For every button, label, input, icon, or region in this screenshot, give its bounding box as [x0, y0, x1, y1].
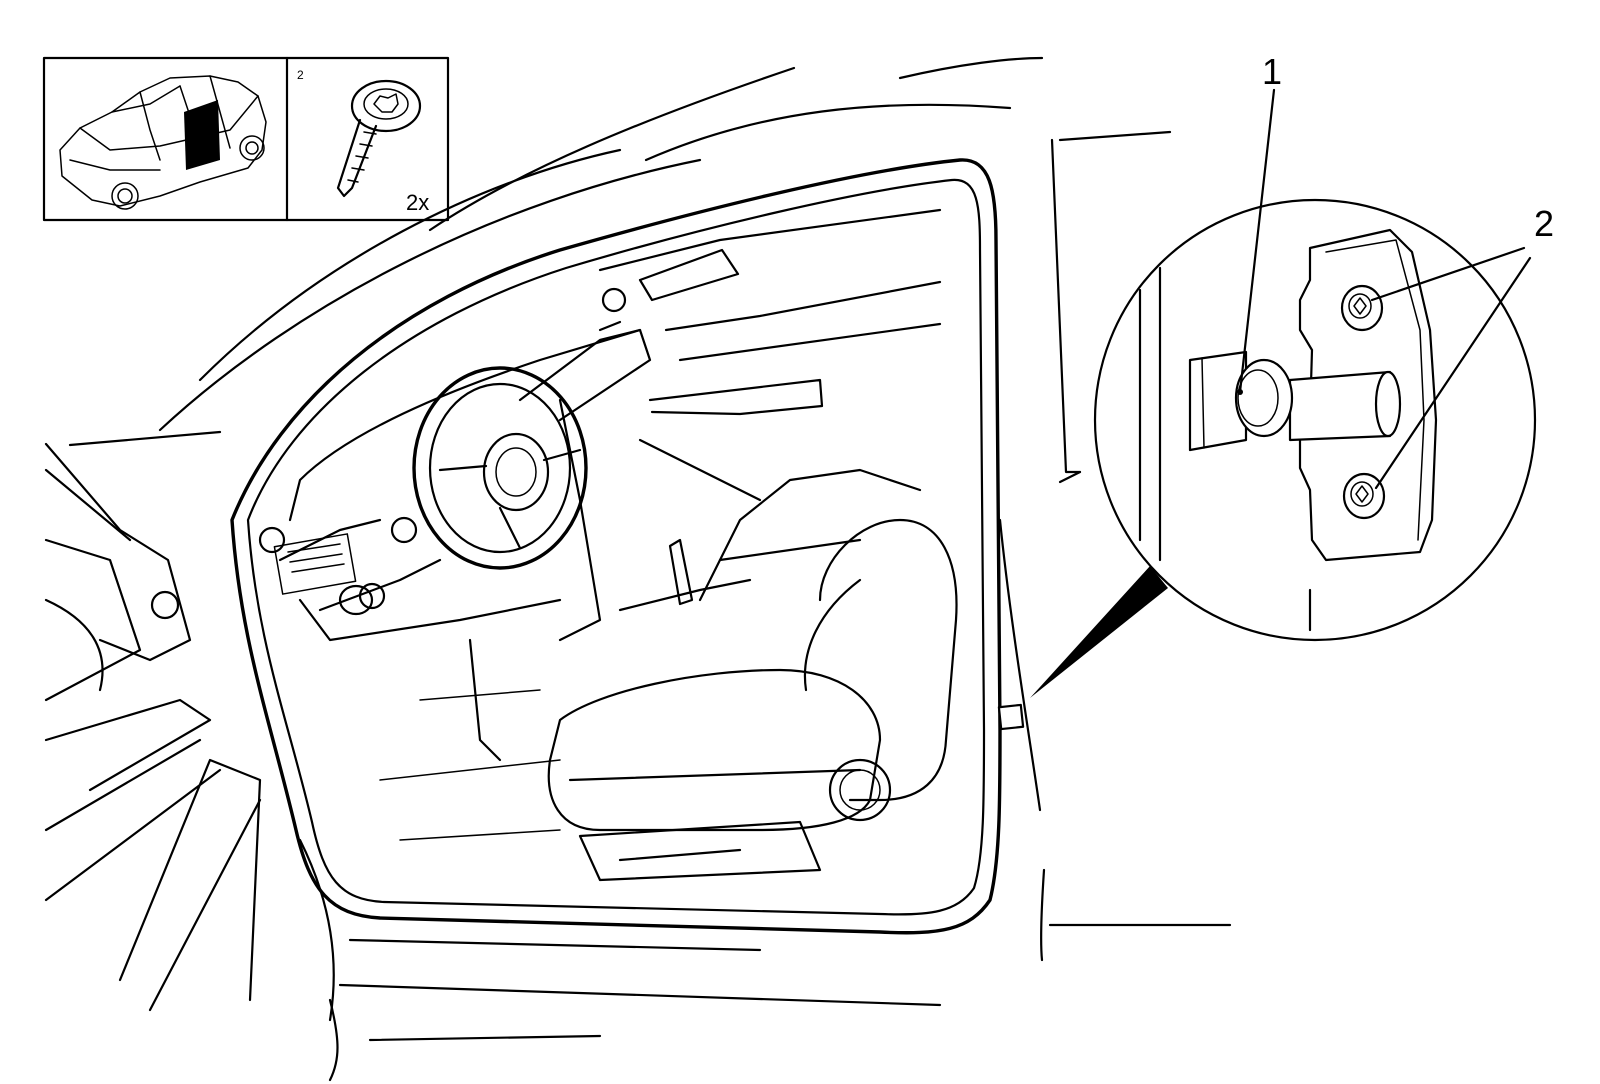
callout-2-leader-lower	[1374, 256, 1532, 490]
striker-pin	[1188, 350, 1402, 452]
callout-1-leader	[1238, 88, 1276, 394]
callout-2-leader-upper	[1370, 246, 1526, 302]
callout-2-label: 2	[1534, 203, 1554, 244]
callout-1-dot	[1237, 389, 1243, 395]
passenger-seat	[547, 468, 958, 882]
door-opening-seal	[230, 158, 1002, 935]
screw-lower	[1342, 472, 1386, 520]
zoom-pointer	[1030, 566, 1168, 698]
steering-wheel	[412, 366, 588, 570]
locator-inset: 2 2x	[42, 56, 450, 222]
highlighted-door-area	[184, 100, 220, 170]
striker-location-marker	[997, 566, 1168, 731]
vehicle-body-lines	[44, 56, 1232, 1082]
callout-1-label: 1	[1262, 51, 1282, 92]
inset-frame	[42, 56, 450, 222]
screw-upper	[1340, 284, 1384, 332]
inset-screw-ref-label: 2	[297, 68, 304, 82]
zoom-detail: 1 2	[1093, 51, 1554, 642]
vehicle-locator-icon	[59, 75, 267, 210]
zoom-circle	[1093, 198, 1537, 642]
inset-quantity-label: 2x	[406, 190, 429, 215]
torx-screw-icon	[336, 79, 422, 198]
vehicle-interior	[258, 208, 958, 882]
